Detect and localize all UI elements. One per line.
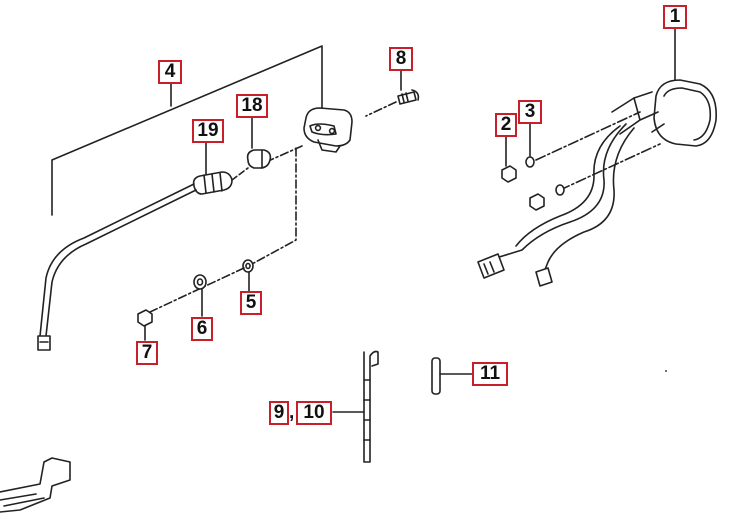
centerline-bolt bbox=[365, 101, 397, 117]
nut-part-2b bbox=[529, 193, 545, 211]
socket-cable bbox=[39, 183, 197, 337]
harness-connector-b bbox=[535, 267, 553, 287]
callout-2: 2 bbox=[495, 113, 517, 137]
callout-18: 18 bbox=[236, 94, 268, 118]
tail-harness bbox=[495, 123, 635, 273]
centerline-washers bbox=[149, 267, 245, 313]
callout-5: 5 bbox=[240, 291, 262, 315]
washer-part-3 bbox=[525, 156, 535, 168]
callout-7: 7 bbox=[136, 341, 158, 365]
centerline-tail-1 bbox=[535, 111, 641, 161]
bulb-part-18 bbox=[246, 149, 272, 169]
nut-part-7 bbox=[137, 309, 153, 327]
socket-connector bbox=[37, 335, 51, 351]
centerline-housing bbox=[251, 147, 297, 265]
callout-9: 9 bbox=[269, 401, 289, 425]
nut-part-2 bbox=[501, 165, 517, 183]
callout-6: 6 bbox=[191, 317, 213, 341]
centerline-socket bbox=[231, 167, 249, 181]
strap-part-9-10 bbox=[363, 350, 379, 463]
callout-4: 4 bbox=[158, 60, 182, 84]
centerline-bulb bbox=[265, 145, 303, 163]
callout-3: 3 bbox=[518, 100, 542, 124]
callout-8: 8 bbox=[389, 47, 413, 71]
callout-19: 19 bbox=[192, 119, 224, 143]
bolt-part-8 bbox=[397, 89, 420, 105]
centerline-tail-2 bbox=[559, 143, 661, 191]
callout-11: 11 bbox=[472, 362, 508, 386]
washer-part-5 bbox=[242, 259, 254, 273]
callout-10: 10 bbox=[296, 401, 332, 425]
lockwasher-part-6 bbox=[193, 274, 207, 290]
partial-bracket bbox=[0, 457, 71, 513]
washer-part-3b bbox=[555, 184, 565, 196]
tail-light-part-1 bbox=[611, 79, 717, 147]
callout-1: 1 bbox=[663, 5, 687, 29]
light-housing bbox=[303, 107, 353, 153]
socket-part-19 bbox=[192, 171, 233, 195]
callout-separator: , bbox=[289, 402, 295, 423]
pin-part-11 bbox=[431, 357, 441, 395]
assembly-bracket bbox=[51, 45, 323, 216]
speck-mark bbox=[665, 370, 667, 372]
